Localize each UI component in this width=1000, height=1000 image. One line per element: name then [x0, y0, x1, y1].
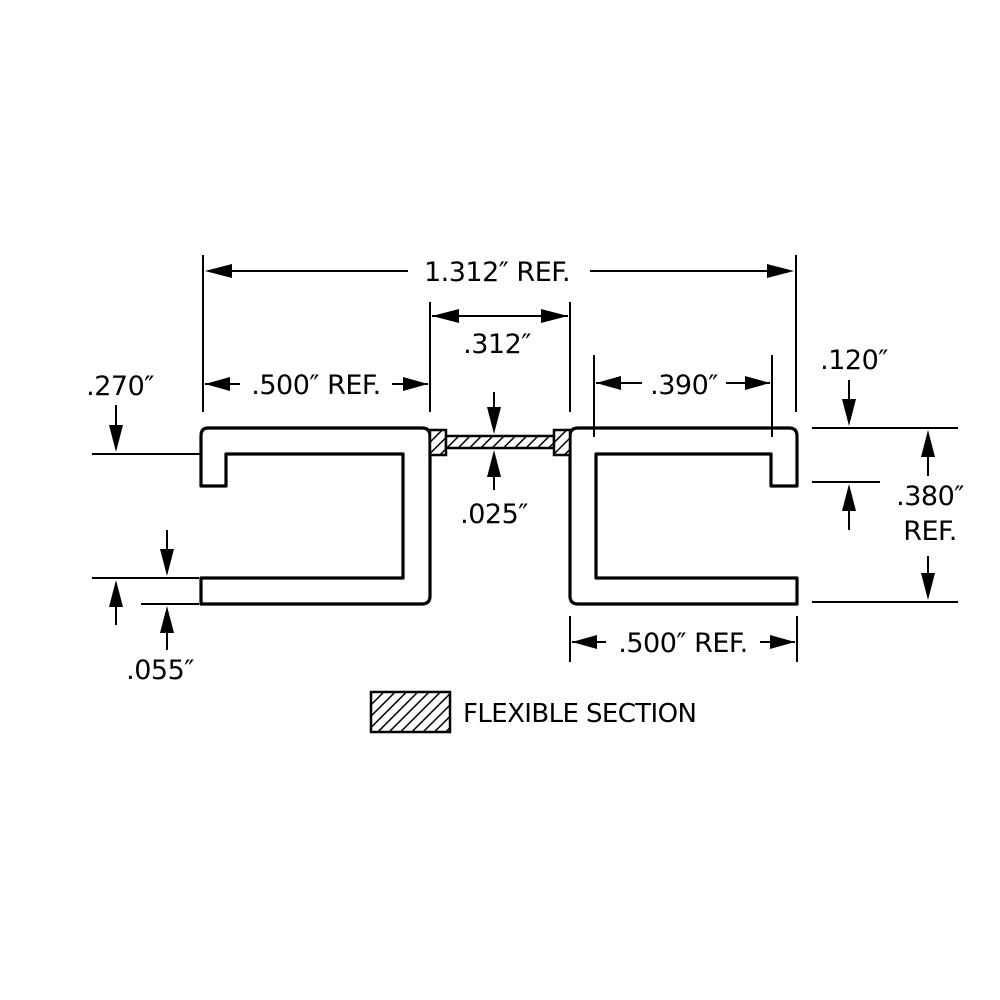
bottom-right-width-label: .500″ REF. [618, 628, 747, 659]
left-channel-profile [199, 426, 432, 606]
right-lip-width-label: .390″ [650, 370, 718, 401]
overall-height-value: .380″ [896, 481, 964, 512]
left-lip-height-label: .270″ [86, 371, 154, 402]
dimension-wall-thickness: .055″ [92, 530, 199, 686]
dimension-bottom-right-width: .500″ REF. [569, 616, 798, 662]
dimension-left-channel-width: .500″ REF. [205, 370, 428, 401]
dimension-left-lip-height: .270″ [86, 371, 201, 455]
legend-hatch-swatch [369, 690, 452, 734]
right-lip-height-label: .120″ [820, 345, 888, 376]
flex-span-label: .312″ [463, 329, 531, 360]
dimension-flex-thickness: .025″ [460, 392, 529, 530]
flex-thickness-label: .025″ [460, 499, 528, 530]
dimension-overall-height: .380″ REF. [812, 430, 965, 603]
flexible-section-web [444, 434, 556, 450]
overall-width-label: 1.312″ REF. [424, 257, 570, 288]
dimension-right-lip-width: .390″ [593, 355, 773, 437]
wall-thickness-label: .055″ [126, 655, 194, 686]
dimension-right-lip-height: .120″ [812, 345, 958, 530]
dimension-overall-width: 1.312″ REF. [202, 255, 797, 412]
flexible-section-left-hinge [428, 428, 448, 457]
right-channel-profile [568, 426, 799, 606]
overall-height-ref: REF. [903, 516, 957, 547]
left-channel-width-label: .500″ REF. [251, 370, 380, 401]
legend-label: FLEXIBLE SECTION [463, 699, 696, 729]
flexible-section-right-hinge [552, 428, 572, 457]
dimension-flex-span: .312″ [429, 302, 571, 412]
legend: FLEXIBLE SECTION [369, 690, 697, 734]
